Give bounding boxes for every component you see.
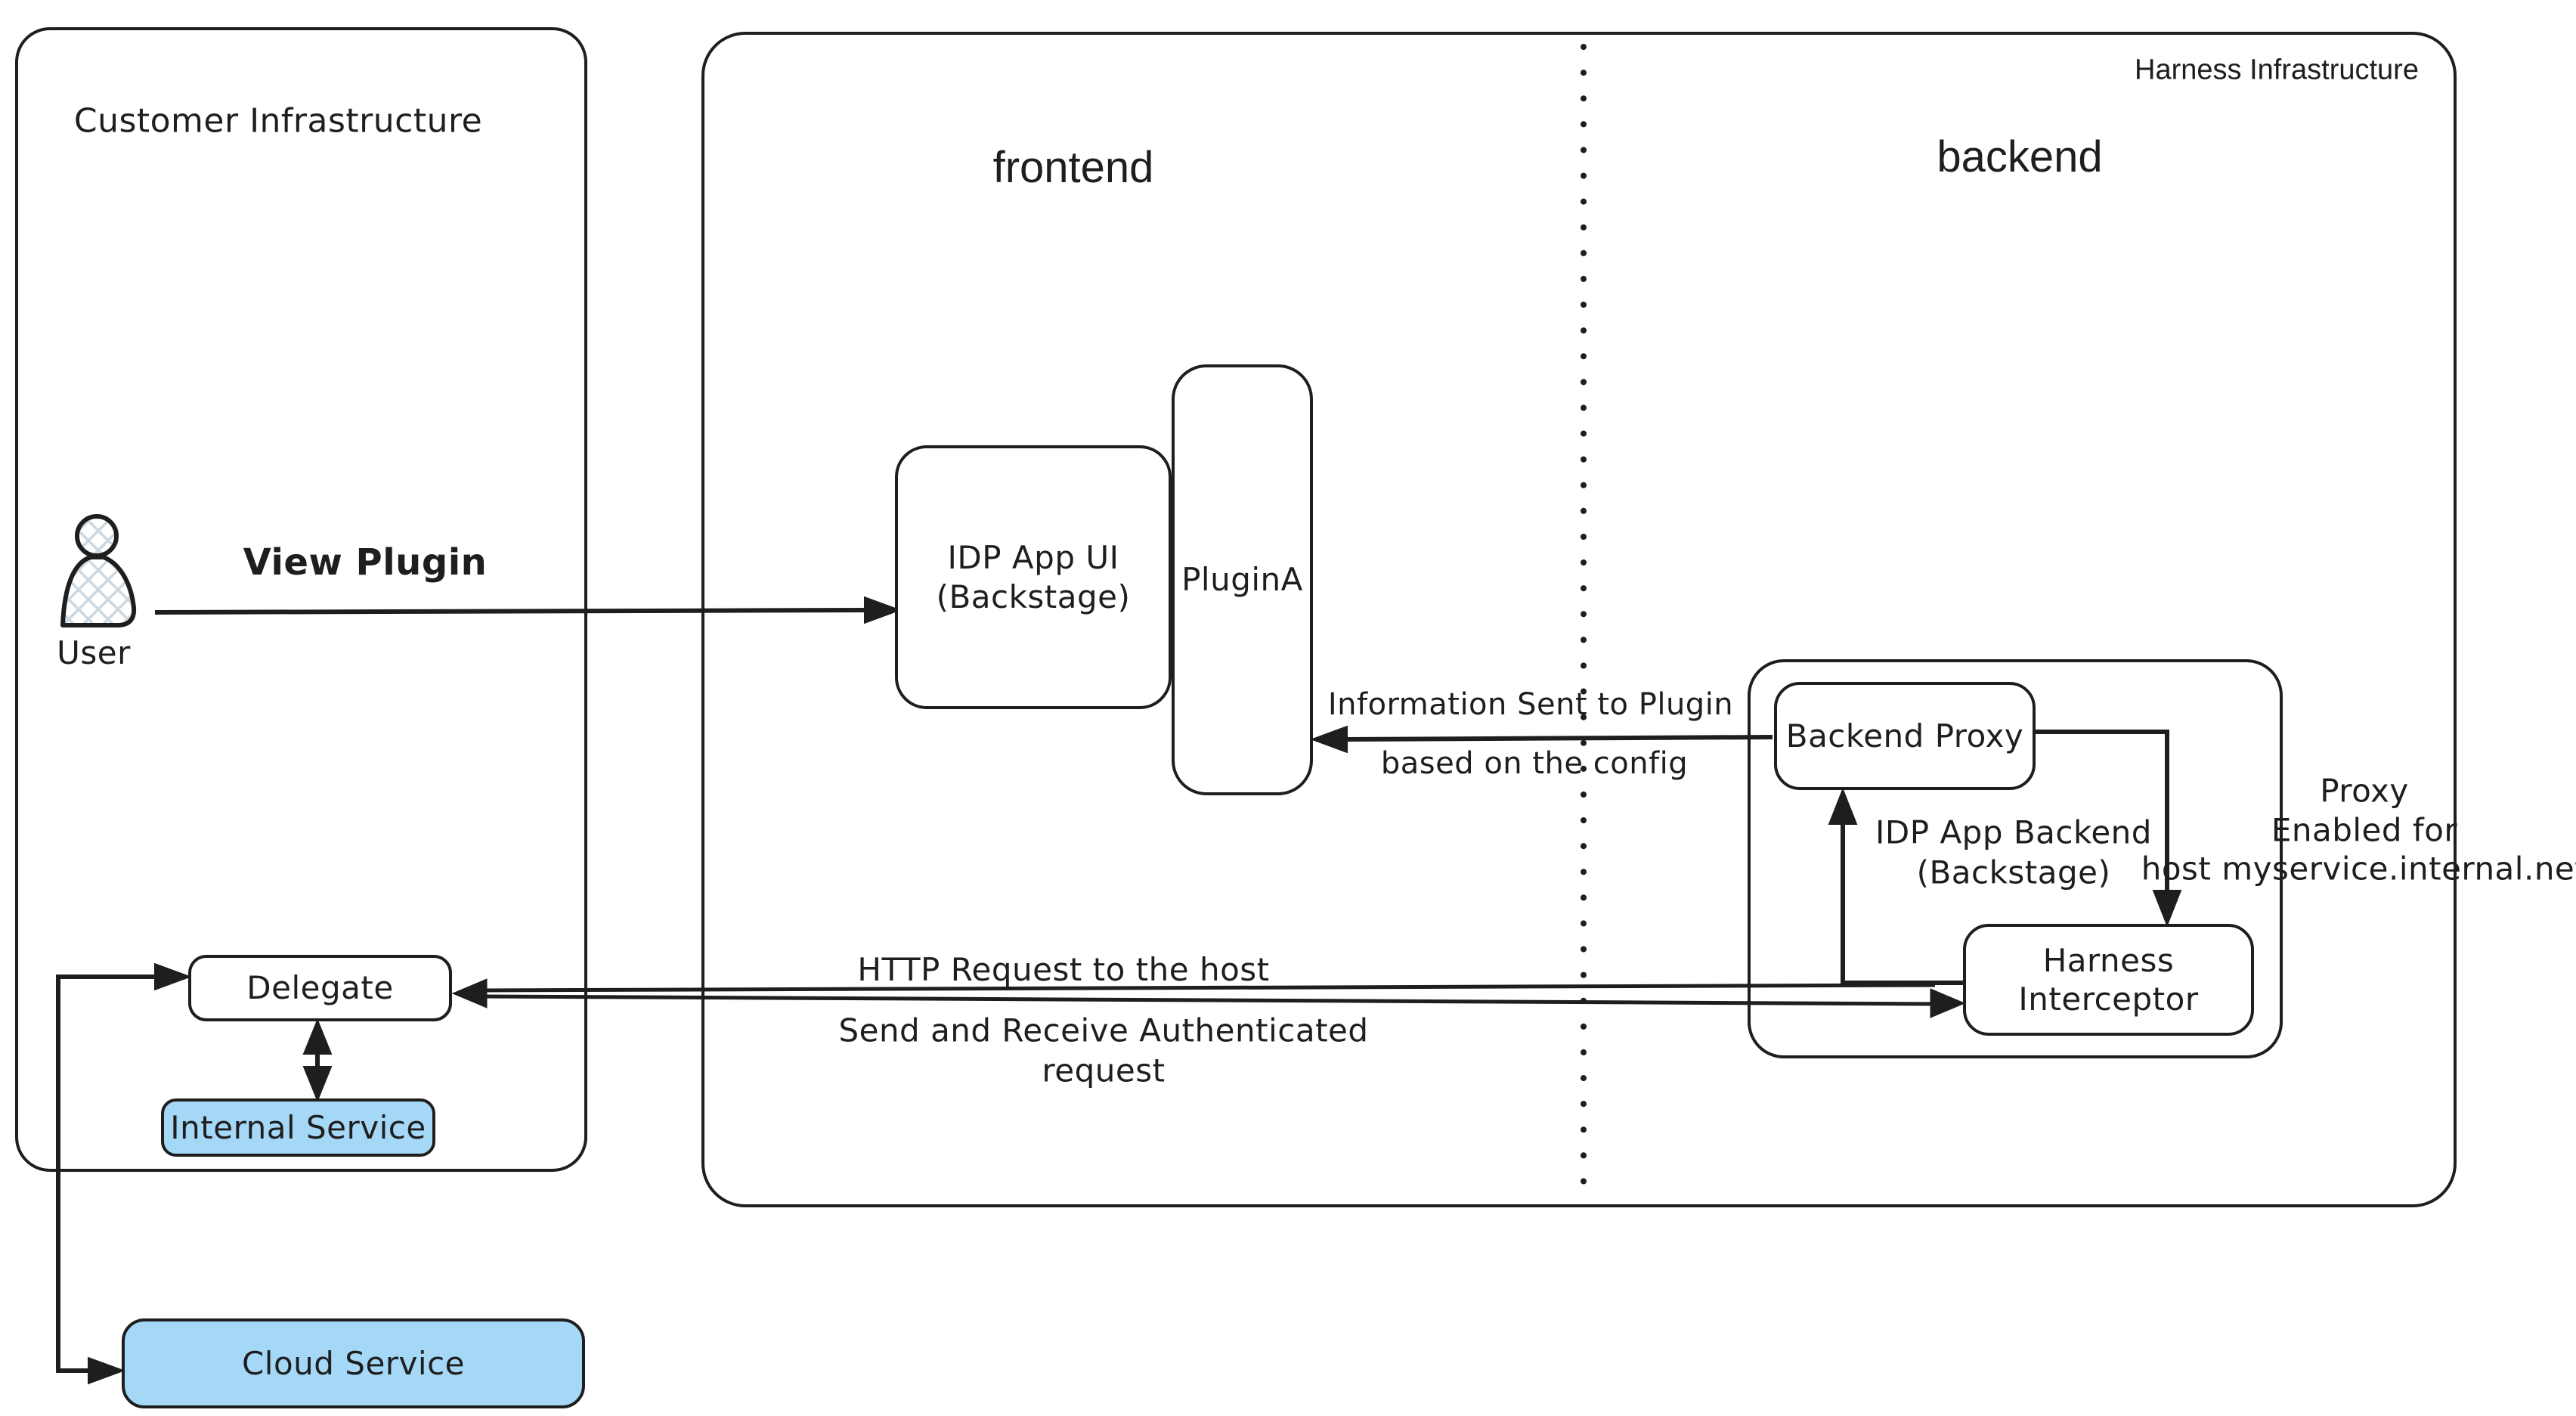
proxy-enabled-line1: Proxy <box>2320 772 2409 810</box>
backend-proxy-label: Backend Proxy <box>1785 717 2024 754</box>
node-idp-app-ui: IDP App UI (Backstage) <box>895 445 1172 709</box>
cloud-service-label: Cloud Service <box>241 1344 466 1382</box>
node-backend-proxy: Backend Proxy <box>1774 682 2036 790</box>
backend-label: backend <box>1937 132 2103 181</box>
proxy-enabled-line3: host myservice.internal.net <box>2141 850 2576 888</box>
idp-app-backend-label: IDP App Backend (Backstage) <box>1779 813 2248 893</box>
customer-infrastructure-title: Customer Infrastructure <box>73 101 483 141</box>
harness-interceptor-label-line1: Harness <box>2042 941 2175 979</box>
view-plugin-label: View Plugin <box>243 541 488 584</box>
node-internal-service: Internal Service <box>161 1098 435 1157</box>
auth-request-line1: Send and Receive Authenticated <box>838 1012 1369 1049</box>
idp-app-ui-label-line2: (Backstage) <box>936 578 1131 615</box>
idp-app-backend-label-line1: IDP App Backend <box>1875 813 2152 851</box>
idp-app-backend-label-line2: (Backstage) <box>1916 854 2111 891</box>
idp-app-ui-label-line1: IDP App UI <box>947 539 1119 577</box>
auth-request-label: Send and Receive Authenticated request <box>816 1012 1391 1091</box>
harness-infrastructure-title: Harness Infrastructure <box>2135 54 2419 86</box>
info-sent-label-line2: based on the config <box>1380 746 1689 781</box>
proxy-enabled-line2: Enabled for <box>2271 811 2458 849</box>
http-request-label: HTTP Request to the host <box>857 950 1270 988</box>
node-delegate: Delegate <box>188 955 452 1021</box>
frontend-label: frontend <box>992 142 1154 192</box>
delegate-label: Delegate <box>246 969 394 1007</box>
auth-request-line2: request <box>1042 1052 1166 1089</box>
plugin-a-label: PluginA <box>1181 561 1303 599</box>
node-plugin-a: PluginA <box>1172 364 1313 795</box>
proxy-enabled-label: Proxy Enabled for host myservice.interna… <box>2130 772 2576 889</box>
user-label: User <box>57 634 131 671</box>
node-harness-interceptor: Harness Interceptor <box>1963 924 2254 1036</box>
internal-service-label: Internal Service <box>170 1108 426 1146</box>
info-sent-label-line1: Information Sent to Plugin <box>1327 687 1734 722</box>
node-cloud-service: Cloud Service <box>122 1318 585 1408</box>
harness-interceptor-label-line2: Interceptor <box>2018 981 2199 1018</box>
